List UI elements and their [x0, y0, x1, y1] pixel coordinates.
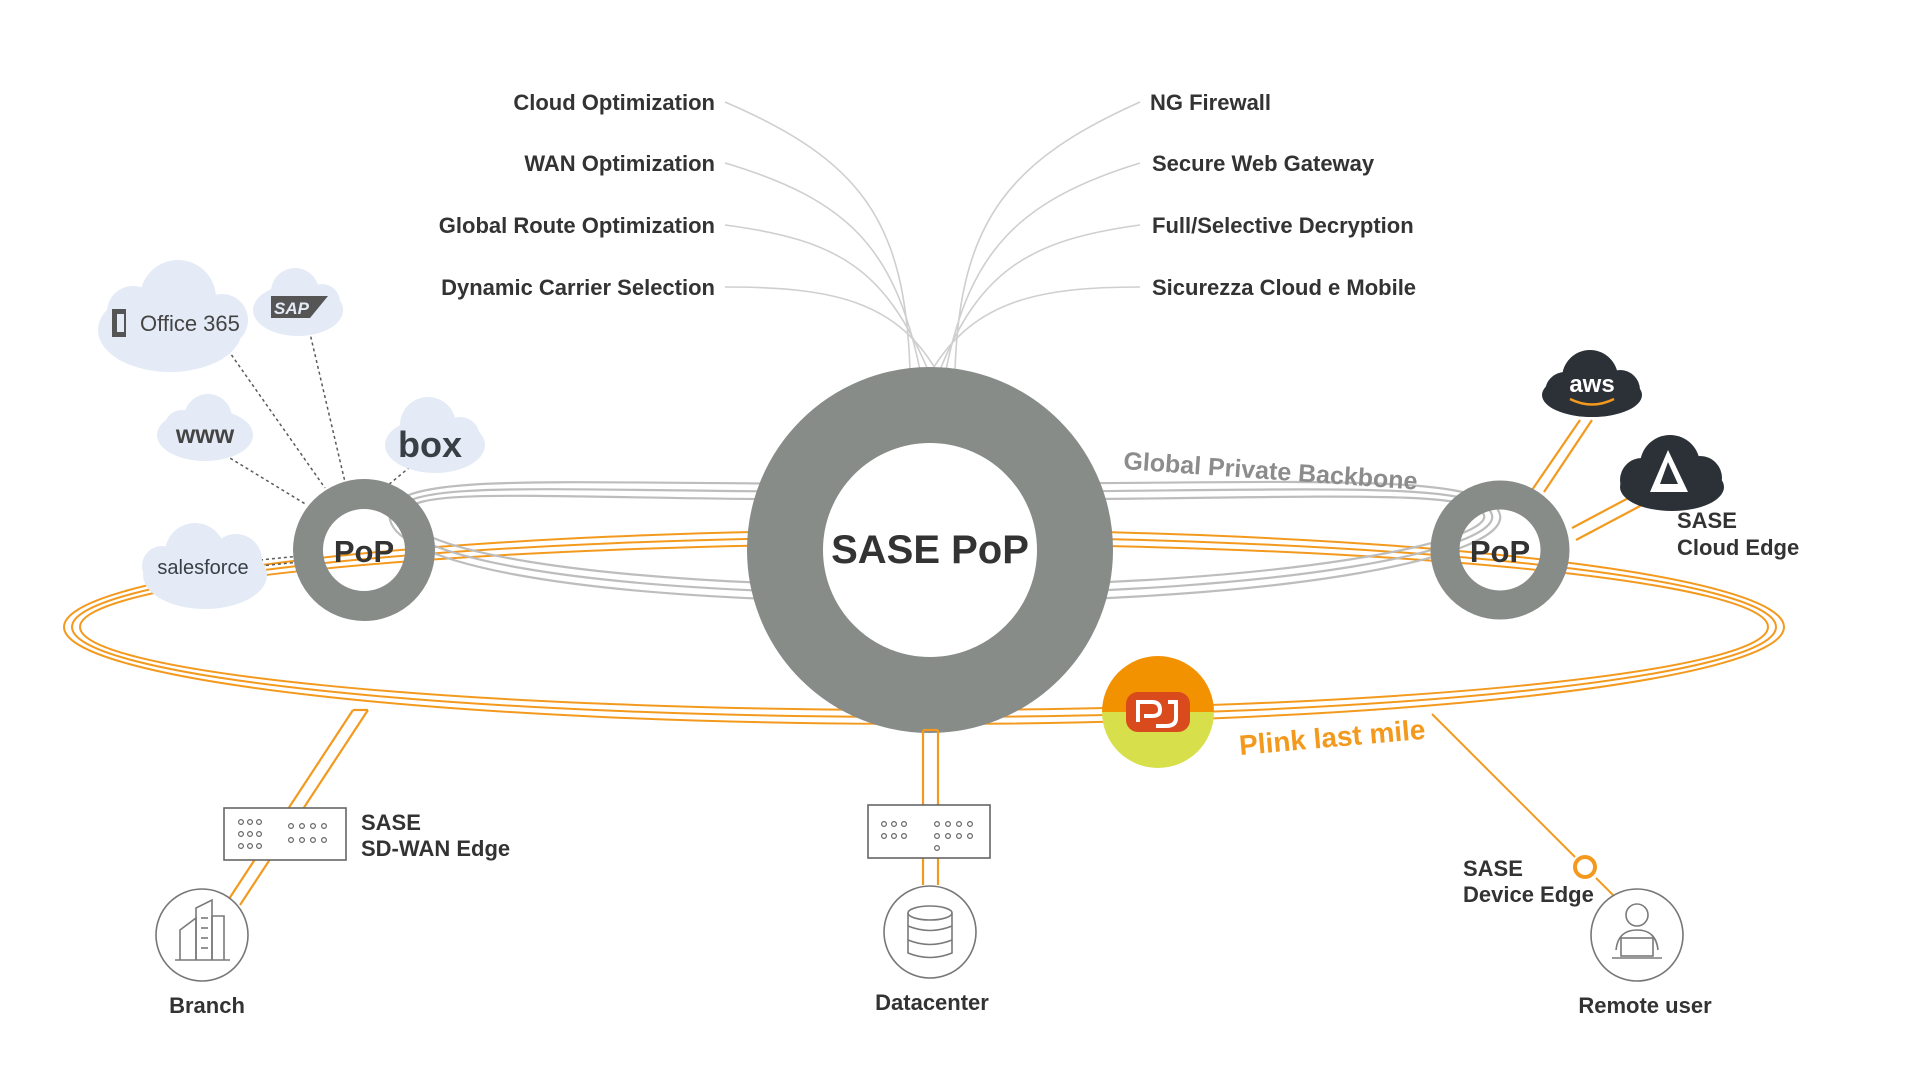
building-icon	[175, 898, 230, 961]
service-cloud-optimization: Cloud Optimization	[513, 90, 715, 115]
service-decryption: Full/Selective Decryption	[1152, 213, 1414, 238]
sase-pop-label: SASE PoP	[831, 528, 1029, 572]
service-dynamic-carrier-selection: Dynamic Carrier Selection	[441, 275, 715, 300]
service-connector-lines	[724, 101, 1141, 371]
global-private-backbone	[388, 480, 1502, 604]
salesforce-label: salesforce	[157, 557, 248, 579]
left-pop-label: PoP	[334, 534, 394, 569]
datacenter-label: Datacenter	[875, 990, 989, 1015]
service-secure-web-gateway: Secure Web Gateway	[1152, 151, 1375, 176]
cloud-edge-links	[1531, 419, 1643, 541]
service-wan-optimization: WAN Optimization	[524, 151, 715, 176]
azure-cloud	[1620, 435, 1724, 511]
device-edge-line1: SASE	[1463, 856, 1523, 881]
datacenter-link	[921, 728, 940, 885]
plink-logo-icon	[1136, 700, 1163, 722]
security-services-list: NG Firewall Secure Web Gateway Full/Sele…	[1150, 90, 1416, 300]
sap-cloud: SAP	[253, 268, 343, 336]
device-edge-line2: Device Edge	[1463, 882, 1594, 907]
sap-logo	[271, 296, 328, 318]
datacenter-edge-device	[867, 804, 991, 859]
branch-node	[155, 888, 249, 982]
network-services-list: Cloud Optimization WAN Optimization Glob…	[439, 90, 715, 300]
sdwan-edge-device	[223, 807, 347, 861]
salesforce-cloud: salesforce	[142, 523, 267, 609]
office365-cloud: Office 365	[98, 260, 248, 372]
right-pop-label: PoP	[1470, 534, 1530, 569]
left-pop: PoP	[293, 479, 435, 621]
sap-label: SAP	[274, 299, 310, 318]
aws-label: aws	[1569, 371, 1614, 398]
cloud-edge-line1: SASE	[1677, 508, 1737, 533]
backbone-label: Global Private Backbone	[1123, 447, 1419, 495]
www-label: www	[175, 421, 235, 449]
service-global-route-optimization: Global Route Optimization	[439, 213, 715, 238]
sdwan-edge-line1: SASE	[361, 810, 421, 835]
right-pop: PoP	[1430, 480, 1570, 620]
box-cloud: box	[385, 397, 485, 473]
plink-logo	[1102, 656, 1214, 768]
office365-label: Office 365	[140, 311, 240, 336]
sase-pop: SASE PoP	[747, 367, 1113, 733]
device-edge-node	[1573, 855, 1597, 879]
cloud-edge-line2: Cloud Edge	[1677, 535, 1799, 560]
service-cloud-mobile-security: Sicurezza Cloud e Mobile	[1152, 275, 1416, 300]
www-cloud: www	[157, 394, 253, 461]
person-laptop-icon	[1612, 903, 1662, 959]
service-ng-firewall: NG Firewall	[1150, 90, 1271, 115]
branch-label: Branch	[169, 993, 245, 1018]
aws-smile-icon	[1569, 397, 1615, 406]
saas-clouds: Office 365 SAP www box	[98, 260, 485, 609]
remote-user-label: Remote user	[1578, 993, 1712, 1018]
aws-cloud: aws	[1542, 350, 1642, 417]
box-label: box	[398, 424, 462, 465]
database-icon	[907, 905, 953, 959]
plink-last-mile-label: Plink last mile	[1238, 714, 1427, 761]
remote-user-node	[1590, 888, 1684, 982]
datacenter-node	[883, 885, 977, 979]
sdwan-edge-line2: SD-WAN Edge	[361, 836, 510, 861]
